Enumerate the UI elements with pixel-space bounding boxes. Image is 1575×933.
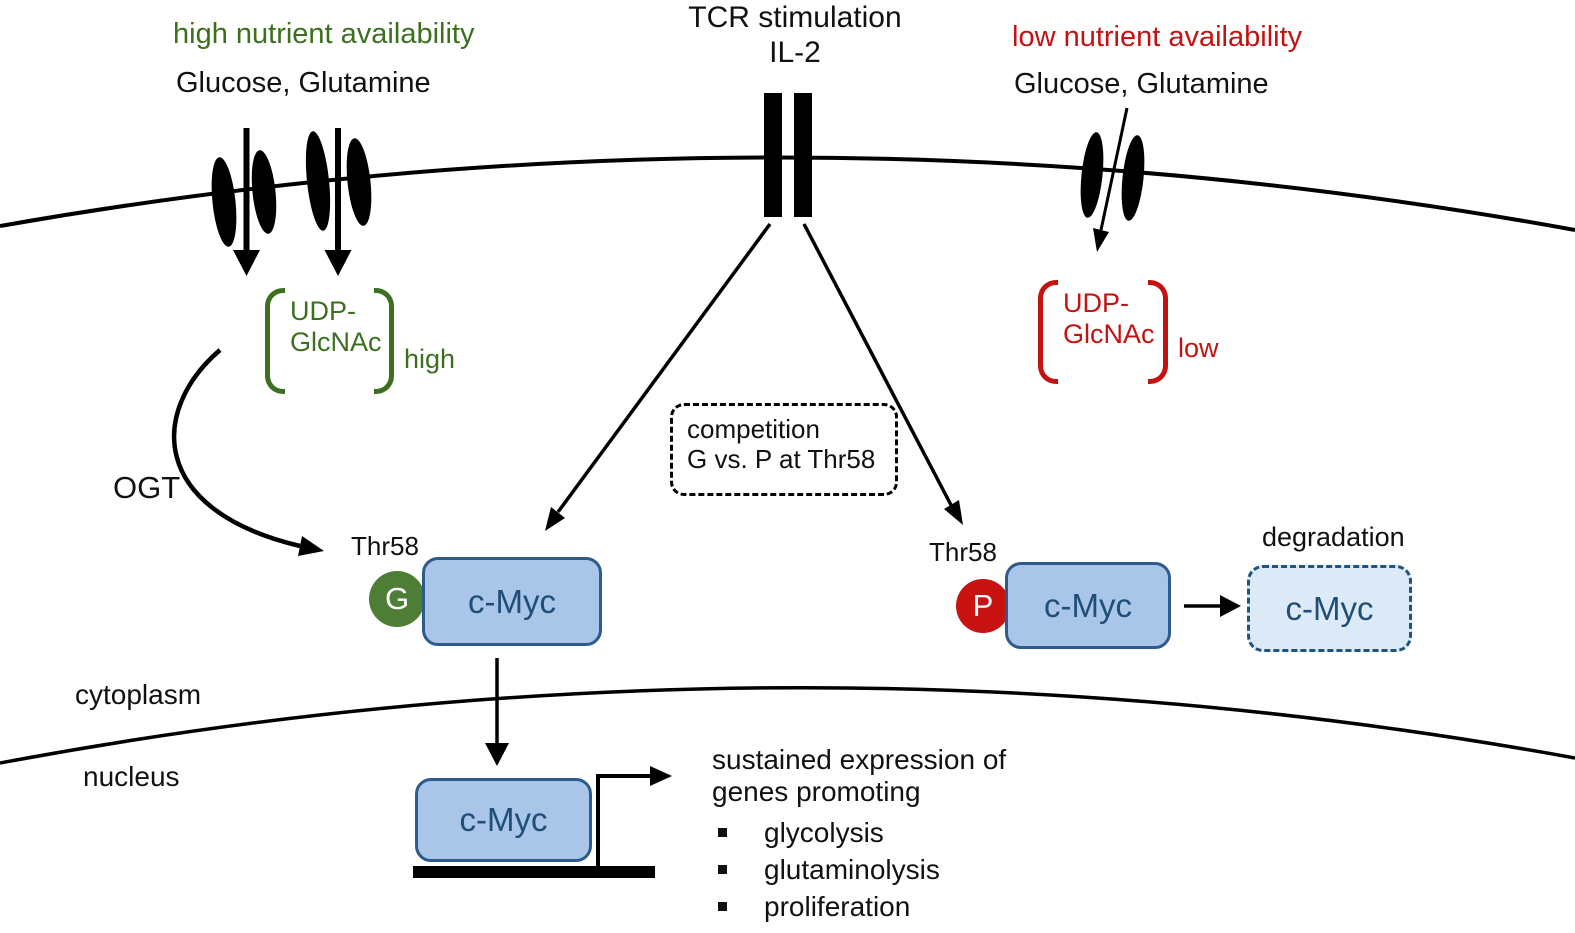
left-bracket-open-icon (265, 288, 285, 394)
nutrients-label-right: Glucose, Glutamine (1014, 68, 1269, 100)
outcome-line2: genes promoting (712, 776, 921, 808)
thr58-label-left: Thr58 (351, 531, 419, 561)
right-bracket-open-icon (1038, 280, 1058, 384)
phospho-modification-badge: P (956, 579, 1010, 633)
promoter-dna-bar (413, 866, 655, 878)
degradation-arrow (1184, 595, 1241, 617)
udp-high-level: high (404, 344, 456, 374)
cmyc-label: c-Myc (468, 582, 556, 620)
signal-arrow-right (802, 223, 963, 525)
outcome-bullet-row: glycolysis (712, 814, 1072, 851)
nucleus-label: nucleus (83, 761, 180, 792)
phospho-letter: P (972, 588, 994, 623)
cmyc-box-glcnac: c-Myc (422, 557, 602, 646)
outcome-bullet-row: proliferation (712, 888, 1072, 925)
thr58-label-right: Thr58 (929, 537, 997, 567)
transporter-icons-left (211, 131, 372, 247)
tcr-stimulation-block: TCR stimulation IL-2 (655, 1, 935, 70)
ogt-enzyme-label: OGT (113, 470, 181, 505)
il2-label: IL-2 (769, 35, 821, 69)
cmyc-box-phospho: c-Myc (1005, 562, 1171, 649)
cmyc-box-degraded: c-Myc (1247, 565, 1412, 652)
nutrients-label-left: Glucose, Glutamine (176, 67, 431, 99)
udp-line1: UDP- (1063, 288, 1129, 318)
udp-line1: UDP- (290, 296, 356, 326)
glcnac-modification-badge: G (369, 571, 425, 627)
competition-note-box: competition G vs. P at Thr58 (670, 403, 898, 496)
cmyc-label: c-Myc (1044, 586, 1132, 624)
transporter-icon-right (1080, 132, 1145, 221)
outcome-block: sustained expression of genes promoting … (712, 744, 1072, 925)
bullet-label: proliferation (764, 890, 911, 922)
influx-arrow-right (1093, 107, 1129, 252)
bullet-square-icon (718, 865, 727, 875)
tcr-receptor-icon (764, 93, 812, 217)
udp-line2: GlcNAc (290, 327, 382, 358)
transcription-start-arrow (596, 766, 672, 866)
udp-line2: GlcNAc (1063, 319, 1155, 350)
bullet-label: glycolysis (764, 816, 884, 848)
nuclear-membrane-curve (0, 686, 1575, 765)
cytoplasm-label: cytoplasm (75, 679, 202, 710)
right-bracket-close-icon (1148, 280, 1168, 384)
bullet-square-icon (718, 828, 727, 838)
nuclear-import-arrow (485, 658, 509, 766)
high-nutrient-label: high nutrient availability (173, 18, 475, 50)
tcr-stimulation-label: TCR stimulation (688, 1, 902, 34)
bullet-square-icon (718, 902, 727, 912)
competition-line2: G vs. P at Thr58 (687, 443, 876, 474)
competition-line1: competition (687, 414, 820, 444)
plasma-membrane-curve (0, 155, 1575, 232)
outcome-line1: sustained expression of (712, 744, 1007, 775)
glcnac-letter: G (384, 581, 410, 616)
degradation-label: degradation (1262, 522, 1405, 552)
cmyc-box-nuclear: c-Myc (415, 778, 592, 862)
udp-glcnac-low-text: UDP- GlcNAc (1063, 288, 1155, 350)
ogt-curved-arrow (171, 348, 324, 556)
outcome-bullet-row: glutaminolysis (712, 851, 1072, 888)
left-bracket-close-icon (374, 288, 394, 394)
udp-low-level: low (1178, 333, 1219, 363)
influx-arrows-left (233, 128, 352, 276)
signal-arrow-left (545, 222, 772, 531)
cmyc-label: c-Myc (459, 801, 548, 838)
bullet-label: glutaminolysis (764, 853, 940, 885)
low-nutrient-label: low nutrient availability (1012, 21, 1303, 53)
cmyc-label: c-Myc (1285, 589, 1374, 627)
udp-glcnac-high-text: UDP- GlcNAc (290, 296, 382, 358)
